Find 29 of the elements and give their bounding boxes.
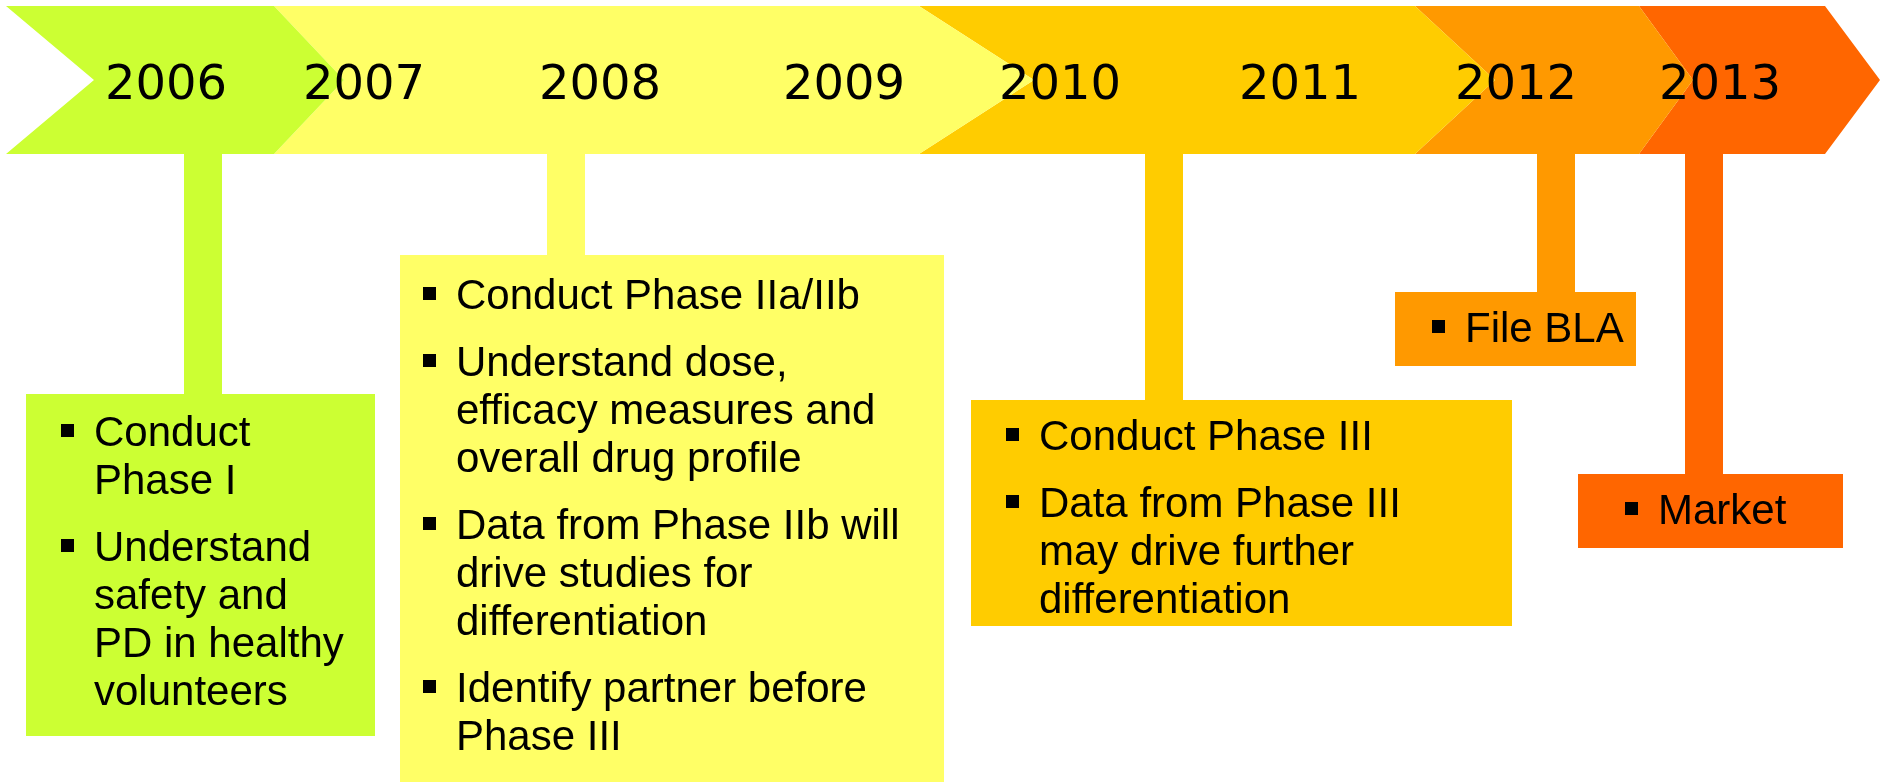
milestone-box bbox=[1578, 474, 1843, 548]
bullet-item: Data from Phase IIb will drive studies for differentiation bbox=[400, 501, 912, 645]
bullet-item: Understand safety and PD in healthy volunteers bbox=[26, 523, 351, 715]
year-label: 2013 bbox=[1658, 54, 1782, 110]
connector-stem bbox=[1685, 154, 1723, 474]
connector-stem bbox=[547, 154, 585, 255]
milestone-box bbox=[26, 394, 375, 736]
connector-stem bbox=[1145, 154, 1183, 400]
milestone-box bbox=[971, 400, 1512, 626]
bullet-item: Market bbox=[1578, 486, 1839, 534]
bullet-item: Data from Phase III may drive further differentiation bbox=[971, 479, 1412, 623]
timeline-arrow bbox=[6, 6, 1880, 154]
year-label: 2008 bbox=[538, 54, 662, 110]
connector-stem bbox=[1537, 154, 1575, 292]
year-label: 2006 bbox=[104, 54, 228, 110]
year-label: 2009 bbox=[782, 54, 906, 110]
milestone-box bbox=[1395, 292, 1636, 366]
bullet-item: Understand dose, efficacy measures and overall drug profile bbox=[400, 338, 912, 482]
milestone-box bbox=[400, 255, 944, 782]
connector-stem bbox=[184, 154, 222, 394]
year-label: 2011 bbox=[1238, 54, 1362, 110]
bullet-item: Conduct Phase III bbox=[971, 412, 1412, 460]
year-label: 2010 bbox=[998, 54, 1122, 110]
year-label: 2012 bbox=[1454, 54, 1578, 110]
year-label: 2007 bbox=[302, 54, 426, 110]
bullet-item: Identify partner before Phase III bbox=[400, 664, 912, 760]
bullet-item: Conduct Phase I bbox=[26, 408, 351, 504]
bullet-item: Conduct Phase IIa/IIb bbox=[400, 271, 912, 319]
bullet-item: File BLA bbox=[1395, 304, 1632, 352]
